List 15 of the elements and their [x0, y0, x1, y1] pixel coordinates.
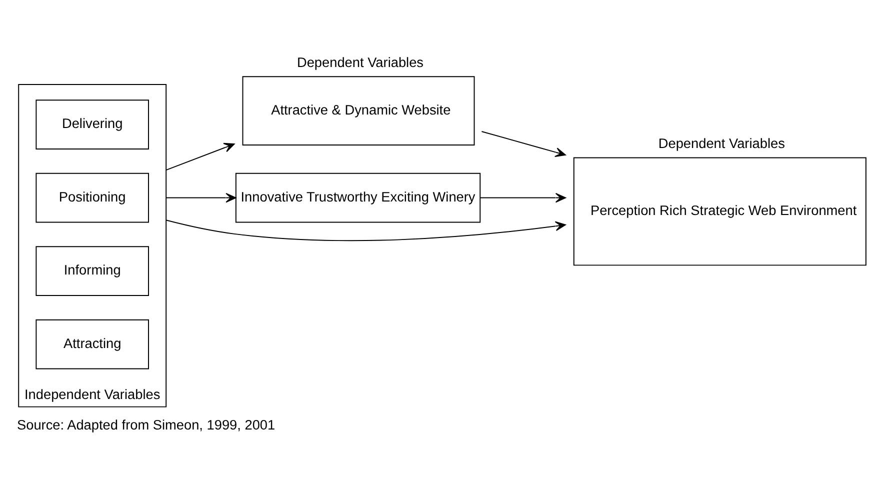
node-box: Positioning — [36, 172, 149, 223]
arrow — [480, 192, 566, 203]
arrow — [166, 220, 566, 242]
node-box: Perception Rich Strategic Web Environment — [573, 157, 866, 266]
node-box: Innovative Trustworthy Exciting Winery — [235, 172, 481, 223]
node-box: Delivering — [36, 100, 149, 150]
node-label: Dependent Variables — [296, 55, 424, 70]
arrow — [166, 142, 235, 171]
arrow — [166, 192, 236, 203]
arrow — [481, 131, 566, 158]
caption: Source: Adapted from Simeon, 1999, 2001 — [17, 417, 276, 432]
node-box: Attractive & Dynamic Website — [242, 76, 475, 146]
node-label: Dependent Variables — [658, 136, 785, 152]
node-box: Informing — [36, 246, 149, 296]
node-box: Attracting — [36, 319, 149, 370]
